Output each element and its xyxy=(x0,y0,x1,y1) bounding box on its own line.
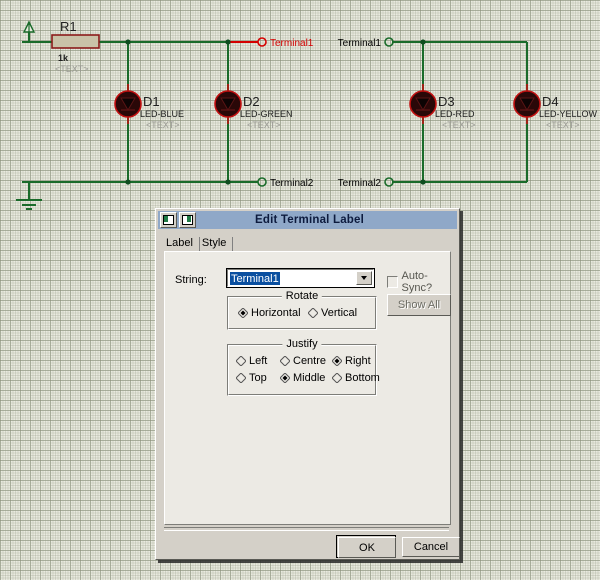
resistor-r1 xyxy=(51,34,100,49)
terminal-marker-3 xyxy=(257,177,267,187)
dialog-panel: String: Terminal1 Auto-Sync? Show All Ro… xyxy=(164,251,451,525)
terminal-arrow-icon xyxy=(22,20,36,33)
component-text-d1: <TEXT> xyxy=(146,120,180,130)
terminal-marker-2 xyxy=(384,37,394,47)
radio-justify-top-label: Top xyxy=(249,372,267,384)
radio-rotate-vertical[interactable]: Vertical xyxy=(308,307,357,319)
ok-button[interactable]: OK xyxy=(336,535,396,558)
cancel-button-label: Cancel xyxy=(413,541,449,553)
ground-symbol xyxy=(16,198,42,210)
led-d4 xyxy=(513,84,541,124)
radio-diamond-selected-icon xyxy=(238,308,248,318)
component-value-d3: LED-RED xyxy=(435,109,475,119)
show-all-label: Show All xyxy=(397,299,441,311)
radio-justify-top[interactable]: Top xyxy=(236,372,267,384)
string-combobox[interactable]: Terminal1 xyxy=(226,268,375,288)
string-field-label: String: xyxy=(175,274,207,286)
radio-justify-right-label: Right xyxy=(345,355,371,367)
dialog-separator xyxy=(164,527,449,531)
terminal-label-3: Terminal2 xyxy=(270,178,314,189)
terminal-label-4: Terminal2 xyxy=(338,178,382,189)
led-d1 xyxy=(114,84,142,124)
component-value-d1: LED-BLUE xyxy=(140,109,184,119)
radio-justify-centre-label: Centre xyxy=(293,355,327,367)
component-value-r1: 1k xyxy=(58,53,69,63)
radio-justify-bottom[interactable]: Bottom xyxy=(332,372,380,384)
radio-justify-right[interactable]: Right xyxy=(332,355,371,367)
string-input-value[interactable]: Terminal1 xyxy=(230,271,280,285)
terminal-label-1: Terminal1 xyxy=(270,38,314,49)
component-value-d4: LED-YELLOW xyxy=(539,109,598,119)
edit-terminal-label-dialog[interactable]: Edit Terminal Label Label Style String: … xyxy=(155,208,460,560)
radio-rotate-horizontal[interactable]: Horizontal xyxy=(238,307,301,319)
radio-justify-left-label: Left xyxy=(249,355,268,367)
justify-group: Justify Left Centre xyxy=(227,338,380,396)
led-d3 xyxy=(409,84,437,124)
dialog-title: Edit Terminal Label xyxy=(254,214,365,226)
led-d2 xyxy=(214,84,242,124)
ok-button-label: OK xyxy=(359,541,375,554)
terminal-marker-1 xyxy=(257,37,267,47)
terminal-label-2: Terminal1 xyxy=(338,38,382,49)
chevron-down-icon[interactable] xyxy=(356,271,372,285)
radio-justify-left[interactable]: Left xyxy=(236,355,267,367)
dialog-tabs[interactable]: Label Style xyxy=(164,235,234,251)
rotate-group: Rotate Horizontal xyxy=(227,290,377,330)
tab-style-text: Style xyxy=(201,237,227,249)
autosync-checkbox-row[interactable]: Auto-Sync? xyxy=(387,270,450,294)
radio-rotate-vertical-label: Vertical xyxy=(321,307,358,319)
show-all-button[interactable]: Show All xyxy=(387,294,451,316)
radio-diamond-selected-icon xyxy=(280,373,290,383)
radio-justify-middle[interactable]: Middle xyxy=(280,372,325,384)
radio-diamond-icon xyxy=(280,356,290,366)
radio-diamond-icon xyxy=(236,356,246,366)
tab-label-text: Label xyxy=(166,237,193,249)
component-ref-r1: R1 xyxy=(60,19,77,34)
component-text-d3: <TEXT> xyxy=(442,120,476,130)
component-ref-d4: D4 xyxy=(542,94,559,109)
tab-label[interactable]: Label xyxy=(164,237,200,251)
radio-diamond-selected-icon xyxy=(332,356,342,366)
justify-legend: Justify xyxy=(282,338,322,350)
component-ref-d1: D1 xyxy=(143,94,160,109)
radio-diamond-icon xyxy=(236,373,246,383)
radio-justify-centre[interactable]: Centre xyxy=(280,355,326,367)
radio-diamond-icon xyxy=(332,373,342,383)
terminal-marker-4 xyxy=(384,177,394,187)
tab-style[interactable]: Style xyxy=(200,237,234,251)
window-restore-icon[interactable] xyxy=(160,212,177,228)
radio-justify-middle-label: Middle xyxy=(293,372,326,384)
component-ref-d2: D2 xyxy=(243,94,260,109)
component-text-r1: <TEXT> xyxy=(55,64,89,74)
radio-diamond-icon xyxy=(308,308,318,318)
autosync-label: Auto-Sync? xyxy=(401,270,433,294)
component-text-d4: <TEXT> xyxy=(546,120,580,130)
rotate-legend: Rotate xyxy=(281,290,323,302)
window-maximize-icon[interactable] xyxy=(179,212,196,228)
cancel-button[interactable]: Cancel xyxy=(402,537,460,557)
component-ref-d3: D3 xyxy=(438,94,455,109)
autosync-checkbox[interactable] xyxy=(387,276,398,288)
radio-rotate-horizontal-label: Horizontal xyxy=(251,307,301,319)
component-value-d2: LED-GREEN xyxy=(240,109,293,119)
radio-justify-bottom-label: Bottom xyxy=(345,372,380,384)
component-text-d2: <TEXT> xyxy=(247,120,281,130)
dialog-title-bar[interactable]: Edit Terminal Label xyxy=(158,211,457,229)
